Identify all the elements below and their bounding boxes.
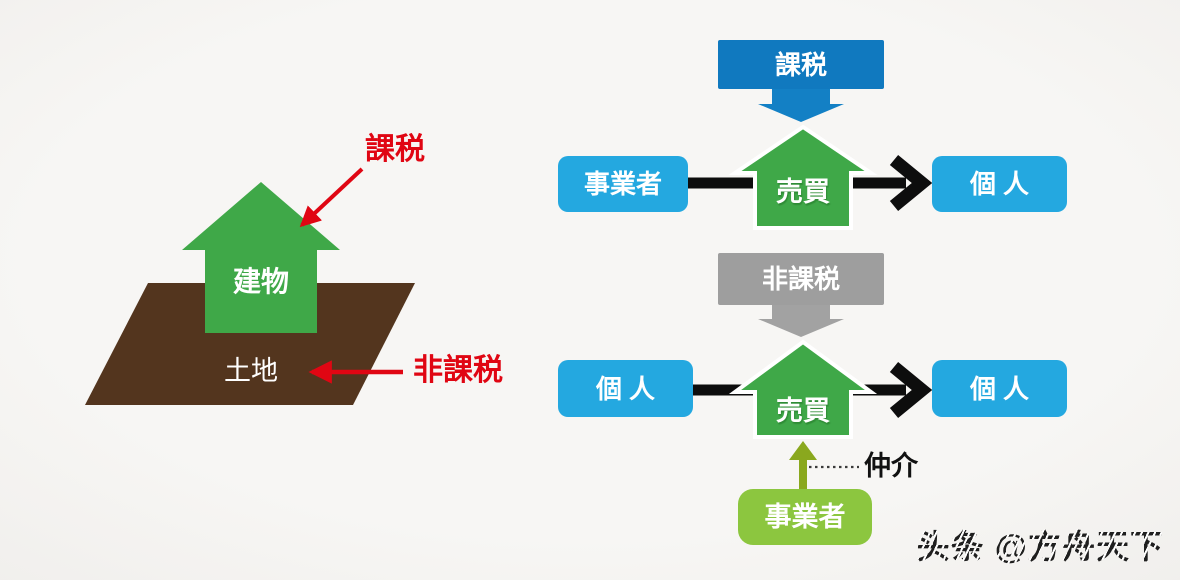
- tax-down-arrow-icon: [758, 88, 844, 122]
- sale-label-bottom: 売買: [776, 395, 830, 426]
- seller-box-bottom: 個人: [558, 360, 693, 417]
- watermark: 头条 @方舟天下: [917, 520, 1164, 568]
- agent-up-arrow-icon: [789, 441, 817, 490]
- flow-bottom-arrowhead-icon: [889, 361, 933, 419]
- nontaxable-note: 非課税: [413, 354, 503, 387]
- nontax-down-arrow-icon: [758, 304, 844, 337]
- building-house-shape: [182, 182, 340, 333]
- tax-box: 課税: [718, 40, 884, 89]
- nontax-box: 非課税: [718, 253, 884, 305]
- sale-label-top: 売買: [776, 176, 830, 207]
- taxable-note: 課税: [365, 133, 425, 166]
- building-label: 建物: [232, 266, 289, 297]
- agent-role-label: 仲介: [864, 450, 918, 481]
- agent-box: 事業者: [738, 489, 872, 545]
- land-label: 土地: [224, 355, 278, 386]
- buyer-box-top: 個人: [932, 156, 1067, 212]
- flow-top-arrowhead-icon: [889, 154, 933, 212]
- buyer-box-bottom: 個人: [932, 360, 1067, 417]
- sale-house-shape-top: [728, 124, 878, 230]
- land-parallelogram: [85, 283, 415, 405]
- taxable-pointer-arrow-icon: [299, 167, 364, 228]
- sale-house-shape-bottom: [728, 339, 878, 439]
- seller-box: 事業者: [558, 156, 688, 212]
